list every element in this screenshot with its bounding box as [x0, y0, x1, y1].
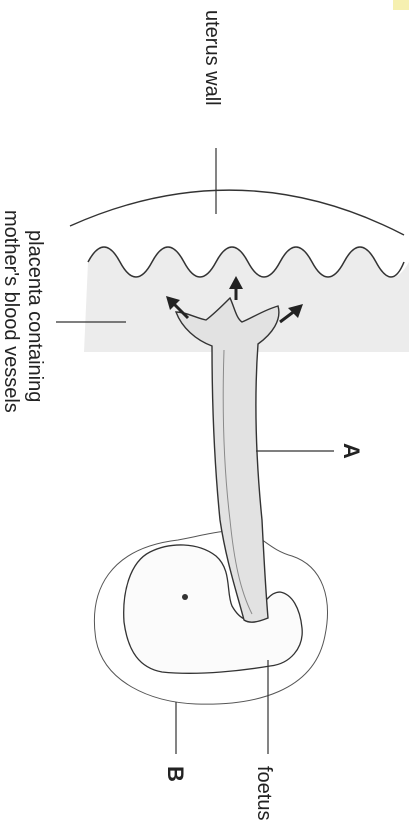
- label-A: A: [339, 443, 364, 459]
- label-B: B: [163, 766, 188, 782]
- label-placenta-line1: placenta containing: [24, 230, 46, 402]
- foetus-eye: [182, 594, 188, 600]
- foetus-body: [124, 545, 302, 673]
- uterus-wall-arc: [70, 190, 404, 235]
- label-foetus: foetus: [253, 766, 275, 820]
- label-uterus-wall: uterus wall: [201, 10, 223, 106]
- corner-tab: [393, 0, 409, 10]
- label-placenta-line2: mother's blood vessels: [0, 210, 22, 413]
